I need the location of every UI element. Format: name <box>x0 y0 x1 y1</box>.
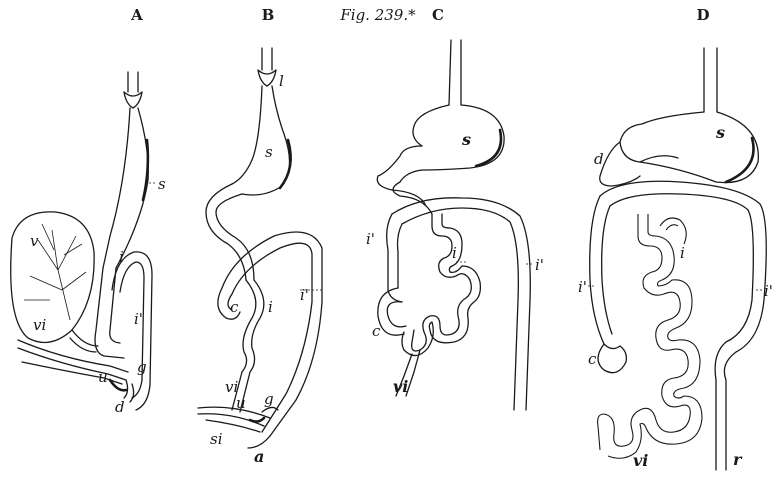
panel-c-intestine <box>392 198 530 410</box>
panel-b-label-i-prime: i' <box>300 286 309 304</box>
panel-b-label-si: si <box>210 430 223 448</box>
panel-c-label-i-prime-right: i' <box>535 256 544 274</box>
panel-d-label-r: r <box>733 450 743 469</box>
panel-b: l s c i i' vi u g si a <box>198 48 322 466</box>
panel-a-label-d: d <box>115 398 125 416</box>
panel-d-stomach <box>620 112 758 183</box>
panel-c-label-c: c <box>372 322 381 340</box>
panel-d-label-d: d <box>594 150 604 168</box>
panel-b-label-s: s <box>265 143 273 161</box>
panel-a-stomach <box>103 108 130 268</box>
panel-c-title: C <box>432 6 444 24</box>
panel-b-label-a: a <box>254 447 264 466</box>
panel-d-label-i-prime-right: i' <box>764 282 773 300</box>
panel-a-title: A <box>130 6 143 24</box>
figure-caption: Fig. 239.* <box>339 6 416 24</box>
panel-c: s i' i i' c vi <box>366 40 544 410</box>
panel-c-stomach <box>413 105 449 146</box>
panel-a-label-i: i <box>119 248 124 266</box>
panel-b-label-g: g <box>264 390 274 408</box>
panel-d-label-s: s <box>715 123 725 142</box>
panel-a-label-i-prime: i' <box>134 310 143 328</box>
panel-c-label-vi: vi <box>393 377 408 396</box>
panel-d-label-vi: vi <box>633 451 648 470</box>
panel-c-label-i-prime-left: i' <box>366 230 375 248</box>
panel-d-label-i-prime-left: i' <box>578 278 587 296</box>
panel-b-label-c: c <box>230 298 239 316</box>
panel-d-label-i: i <box>680 244 685 262</box>
panel-a-label-u: u <box>98 368 108 386</box>
panel-a-label-vi: vi <box>33 316 46 334</box>
panel-d: s d i' i i' c vi r <box>578 48 773 470</box>
panel-c-label-i: i <box>452 244 457 262</box>
panel-b-stomach <box>232 86 262 184</box>
panel-a: s v i i' vi g u d <box>11 72 166 416</box>
panel-b-label-l: l <box>279 72 284 90</box>
panel-a-label-s: s <box>158 175 166 193</box>
panel-a-intestine <box>95 268 124 358</box>
panel-b-label-u: u <box>236 394 246 412</box>
panel-d-label-c: c <box>588 350 597 368</box>
panel-b-label-i: i <box>268 298 273 316</box>
panel-b-title: B <box>262 6 275 24</box>
panel-a-label-g: g <box>137 358 147 376</box>
panel-d-title: D <box>696 6 709 24</box>
panel-a-label-v: v <box>30 232 39 250</box>
panel-c-label-s: s <box>461 130 471 149</box>
